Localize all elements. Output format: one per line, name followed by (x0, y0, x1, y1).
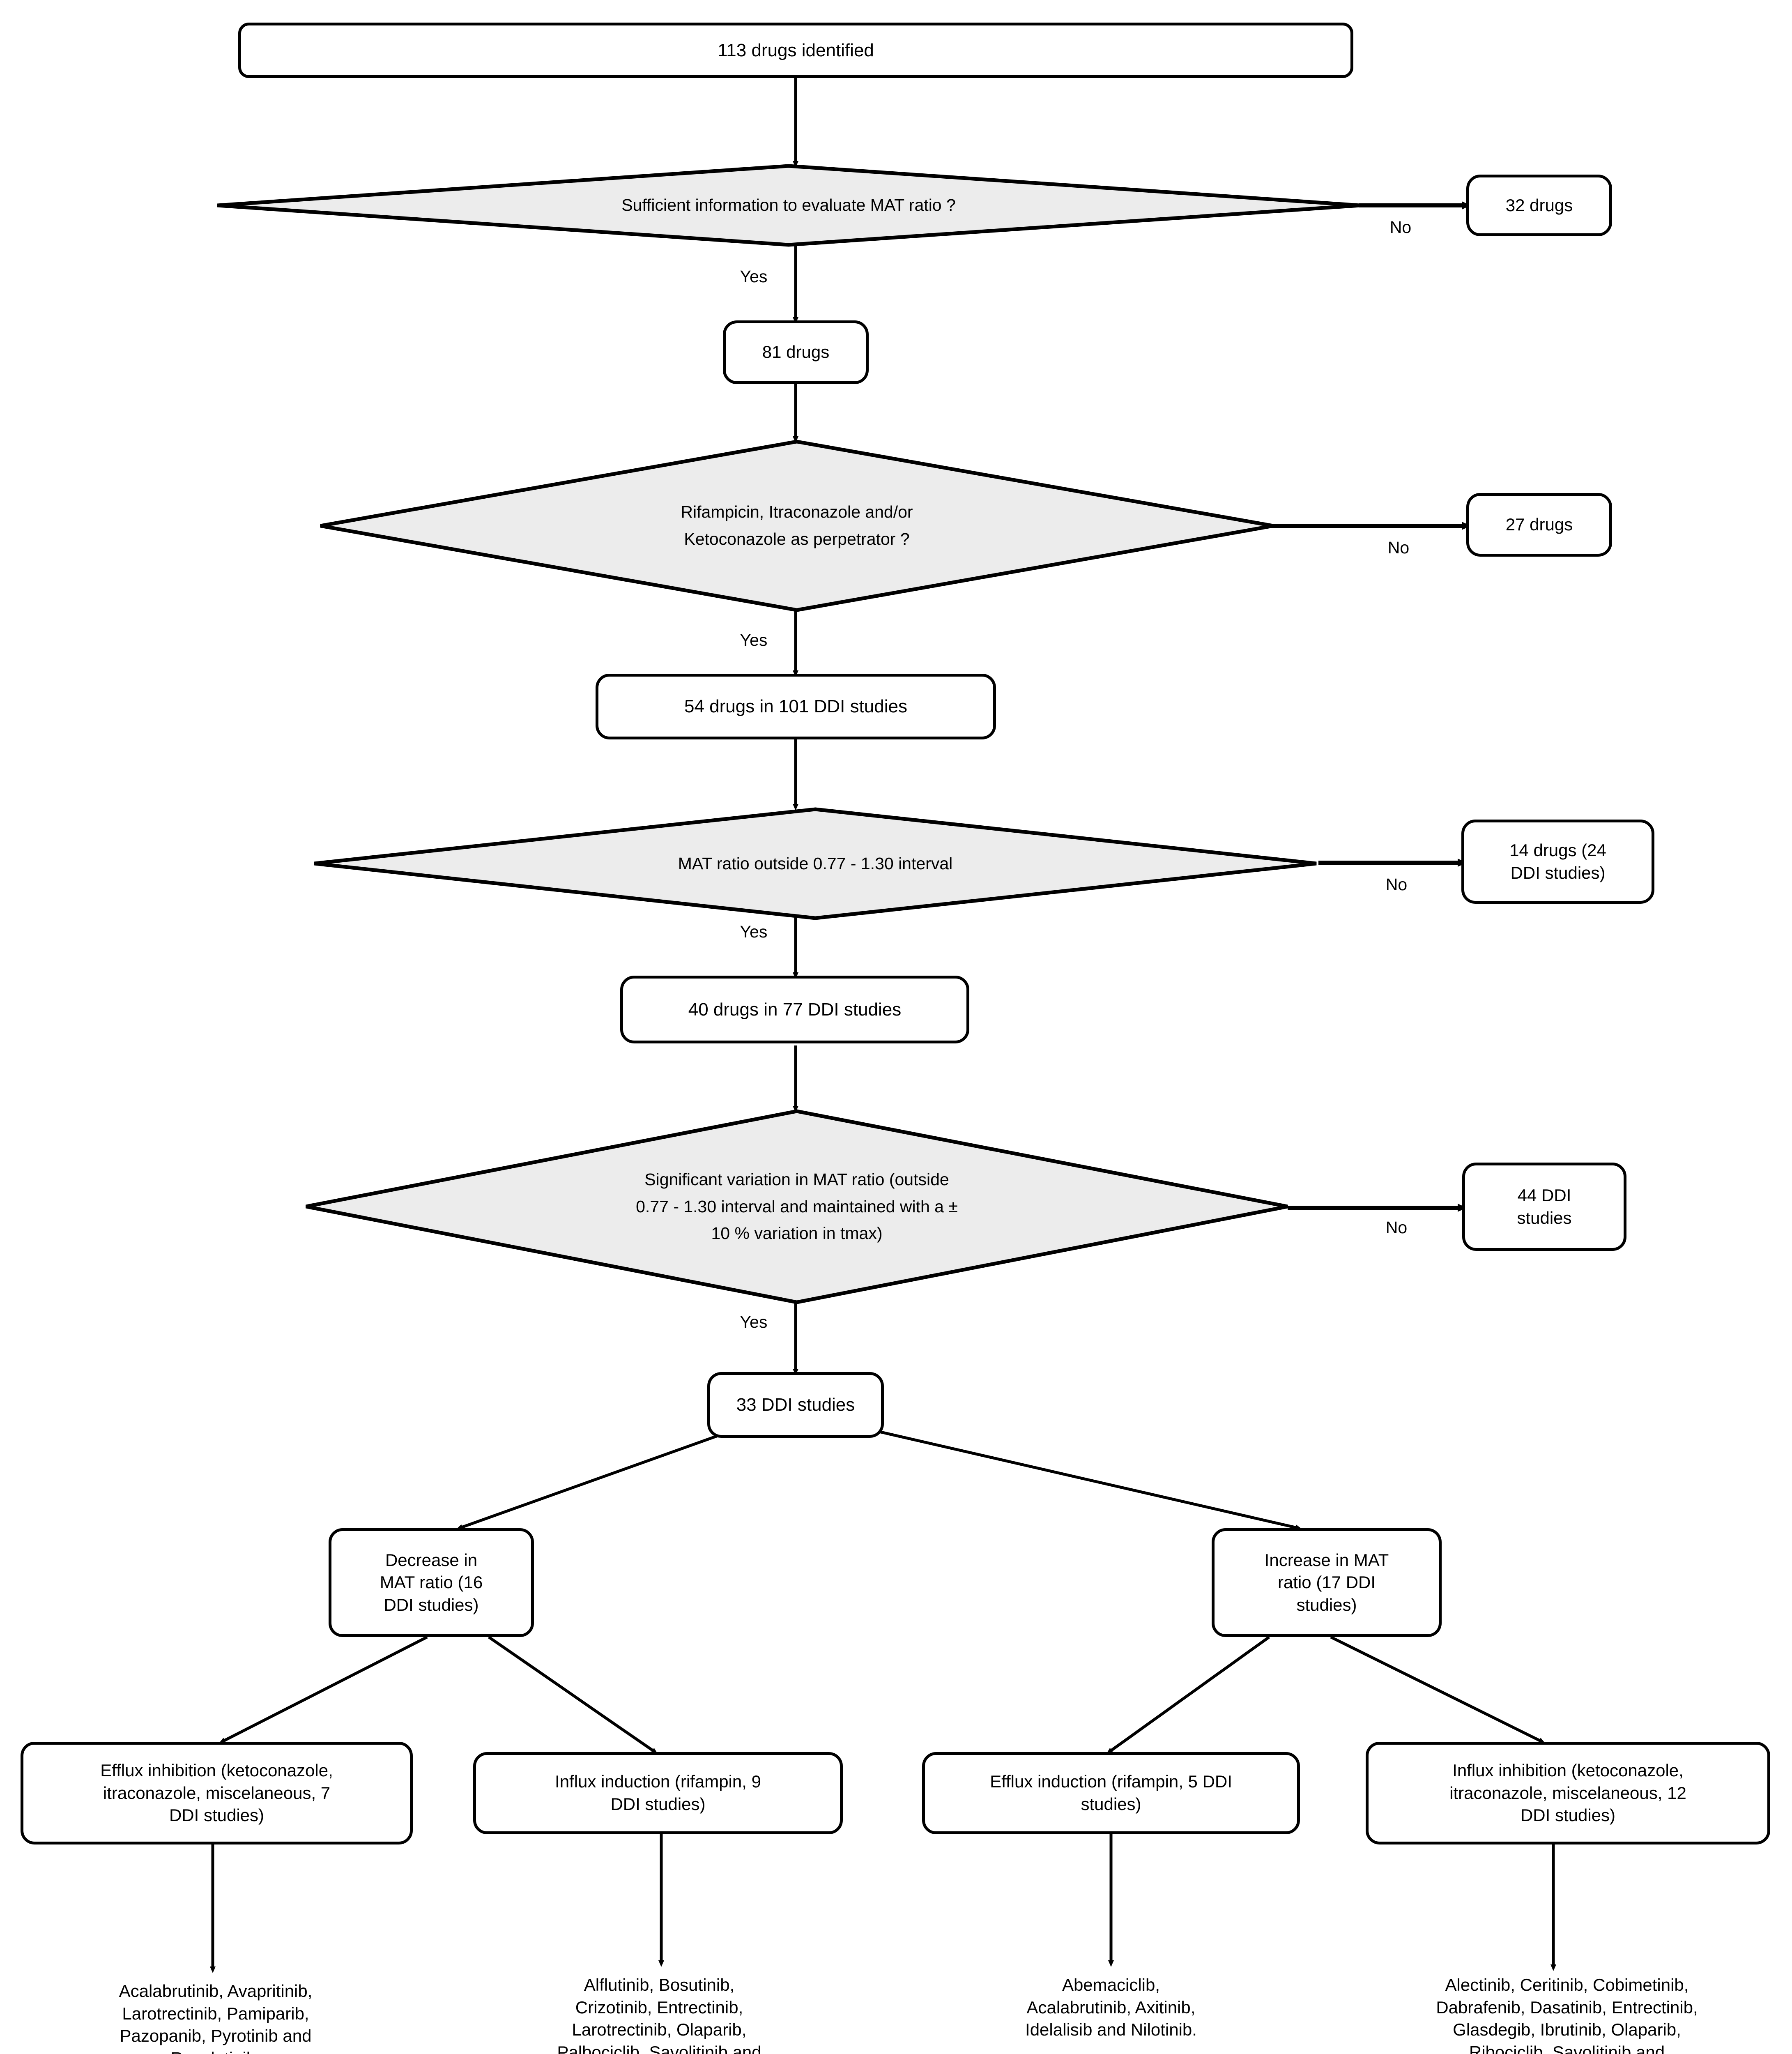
node-start[interactable]: 113 drugs identified (238, 23, 1353, 78)
node-14-drugs-24-studies[interactable]: 14 drugs (24 DDI studies) (1461, 820, 1654, 904)
node-32-drugs[interactable]: 32 drugs (1466, 175, 1612, 236)
node-decrease-mat-ratio-label: Decrease in MAT ratio (16 DDI studies) (380, 1550, 483, 1614)
node-40-drugs-77-studies-label: 40 drugs in 77 DDI studies (688, 999, 902, 1020)
node-33-ddi-studies[interactable]: 33 DDI studies (707, 1372, 884, 1438)
edge-label-yes-1: Yes (740, 267, 768, 286)
node-influx-inhibition-label: Influx inhibition (ketoconazole, itracon… (1449, 1761, 1686, 1825)
node-influx-inhibition[interactable]: Influx inhibition (ketoconazole, itracon… (1366, 1742, 1770, 1844)
edge-label-no-4: No (1385, 1218, 1408, 1237)
edge-label-no-1: No (1389, 218, 1412, 237)
node-influx-induction[interactable]: Influx induction (rifampin, 9 DDI studie… (473, 1752, 843, 1834)
edge-label-yes-4: Yes (740, 1313, 768, 1331)
node-influx-induction-label: Influx induction (rifampin, 9 DDI studie… (555, 1772, 761, 1814)
node-decrease-mat-ratio[interactable]: Decrease in MAT ratio (16 DDI studies) (329, 1528, 534, 1637)
node-increase-mat-ratio[interactable]: Increase in MAT ratio (17 DDI studies) (1212, 1528, 1442, 1637)
drug-list-efflux-inhibition: Acalabrutinib, Avapritinib, Larotrectini… (119, 1981, 313, 2054)
node-81-drugs[interactable]: 81 drugs (723, 320, 869, 384)
node-44-ddi-studies[interactable]: 44 DDI studies (1462, 1163, 1626, 1251)
node-27-drugs-label: 27 drugs (1505, 515, 1573, 534)
node-start-label: 113 drugs identified (718, 40, 874, 60)
decision-perpetrator[interactable]: Rifampicin, Itraconazole and/or Ketocona… (318, 440, 1275, 612)
node-efflux-inhibition-label: Efflux inhibition (ketoconazole, itracon… (100, 1761, 333, 1825)
node-33-ddi-studies-label: 33 DDI studies (736, 1395, 855, 1415)
drug-list-influx-inhibition: Alectinib, Ceritinib, Cobimetinib, Dabra… (1436, 1975, 1698, 2054)
node-40-drugs-77-studies[interactable]: 40 drugs in 77 DDI studies (620, 976, 969, 1043)
decision-sufficient-information[interactable]: Sufficient information to evaluate MAT r… (216, 164, 1362, 247)
decision-significant-variation[interactable]: Significant variation in MAT ratio (outs… (304, 1109, 1290, 1304)
drug-list-influx-induction: Alflutinib, Bosutinib, Crizotinib, Entre… (557, 1975, 761, 2054)
edge-label-yes-2: Yes (740, 631, 768, 649)
node-54-drugs-101-studies[interactable]: 54 drugs in 101 DDI studies (596, 674, 996, 739)
node-44-ddi-studies-label: 44 DDI studies (1517, 1185, 1572, 1227)
node-32-drugs-label: 32 drugs (1505, 195, 1573, 215)
edge-label-no-3: No (1385, 875, 1408, 894)
node-efflux-inhibition[interactable]: Efflux inhibition (ketoconazole, itracon… (21, 1742, 413, 1844)
edge-label-yes-3: Yes (740, 922, 768, 941)
node-increase-mat-ratio-label: Increase in MAT ratio (17 DDI studies) (1264, 1550, 1389, 1614)
node-efflux-induction-label: Efflux induction (rifampin, 5 DDI studie… (990, 1772, 1232, 1814)
drug-list-efflux-induction: Abemaciclib, Acalabrutinib, Axitinib, Id… (1025, 1975, 1197, 2040)
edge-label-no-2: No (1387, 538, 1410, 557)
node-27-drugs[interactable]: 27 drugs (1466, 493, 1612, 557)
node-54-drugs-101-studies-label: 54 drugs in 101 DDI studies (684, 696, 907, 717)
decision-mat-ratio-interval[interactable]: MAT ratio outside 0.77 - 1.30 interval (312, 807, 1318, 920)
node-14-drugs-24-studies-label: 14 drugs (24 DDI studies) (1509, 840, 1606, 882)
node-81-drugs-label: 81 drugs (762, 342, 830, 362)
node-efflux-induction[interactable]: Efflux induction (rifampin, 5 DDI studie… (922, 1752, 1300, 1834)
